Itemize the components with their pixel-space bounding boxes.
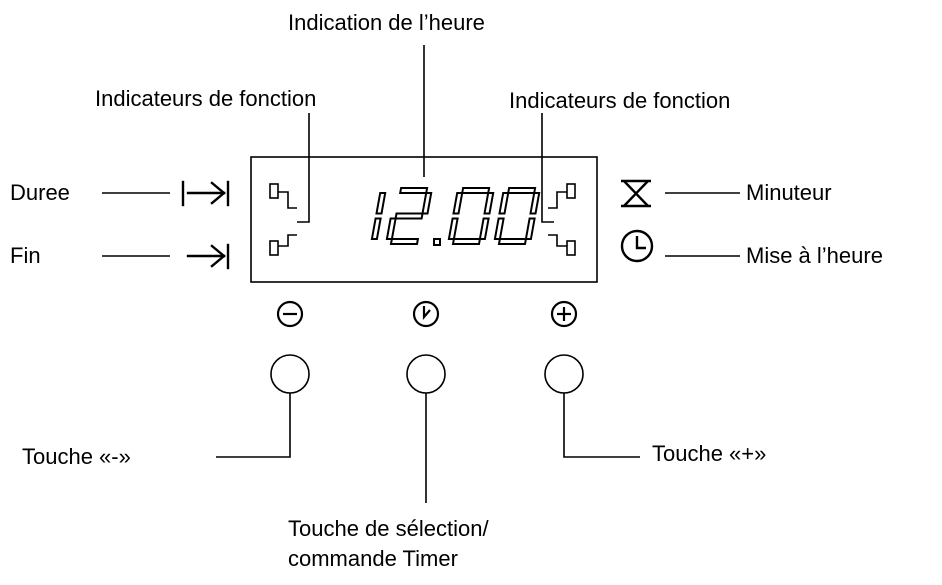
plus-circle-icon (550, 300, 578, 328)
digit-segment-e (493, 217, 505, 240)
label-duration: Duree (10, 180, 70, 205)
label-select-key-line2: commande Timer (288, 546, 458, 571)
digit-segment-a (399, 187, 429, 194)
label-plus-key: Touche «+» (652, 441, 767, 466)
digit-segment-b (421, 192, 433, 215)
label-time-display: Indication de l’heure (288, 10, 485, 35)
label-timer: Minuteur (746, 180, 832, 205)
leader-plus-key (563, 393, 640, 458)
function-indicator-right-bottom (548, 234, 576, 256)
label-minus-key: Touche «-» (22, 444, 131, 469)
label-end: Fin (10, 243, 41, 268)
clock-select-icon (412, 300, 440, 328)
function-indicator-left-top (269, 183, 297, 209)
plus-button (544, 354, 584, 394)
digit-segment-b (375, 192, 387, 215)
function-indicator-left-bottom (269, 234, 297, 256)
duration-icon (181, 180, 230, 207)
digit-segment-b (483, 192, 495, 215)
leader-function-right (541, 113, 554, 223)
select-button (406, 354, 446, 394)
digit-segment-f (498, 192, 510, 215)
digit-segment-c (478, 217, 490, 240)
leader-minus-key (216, 393, 291, 458)
digit-segment-d (451, 238, 482, 245)
label-select-key-line1: Touche de sélection/ (288, 516, 489, 541)
time-readout-value: 12.00 (423, 249, 426, 251)
digit-segment-a (507, 187, 537, 194)
digit-segment-c (524, 217, 536, 240)
digit-segment-e (385, 217, 397, 240)
digit-segment-d (389, 238, 420, 245)
end-time-icon (186, 243, 230, 270)
hourglass-icon (621, 179, 651, 208)
label-set-time: Mise à l’heure (746, 243, 883, 268)
digit-segment-d (497, 238, 528, 245)
digit-segment-b (529, 192, 541, 215)
digit-segment-g (394, 212, 424, 220)
leader-function-left (297, 113, 310, 223)
label-function-indicators-left: Indicateurs de fonction (95, 86, 317, 111)
minus-circle-icon (276, 300, 304, 328)
label-function-indicators-right: Indicateurs de fonction (509, 88, 731, 113)
digit-segment-a (461, 187, 491, 194)
clock-icon (620, 229, 654, 263)
digit-segment-f (452, 192, 464, 215)
minus-button (270, 354, 310, 394)
time-decimal-point (433, 238, 441, 246)
time-readout-segments (370, 187, 541, 246)
digit-segment-e (447, 217, 459, 240)
digit-segment-c (370, 217, 382, 240)
function-indicator-right-top (548, 183, 576, 209)
